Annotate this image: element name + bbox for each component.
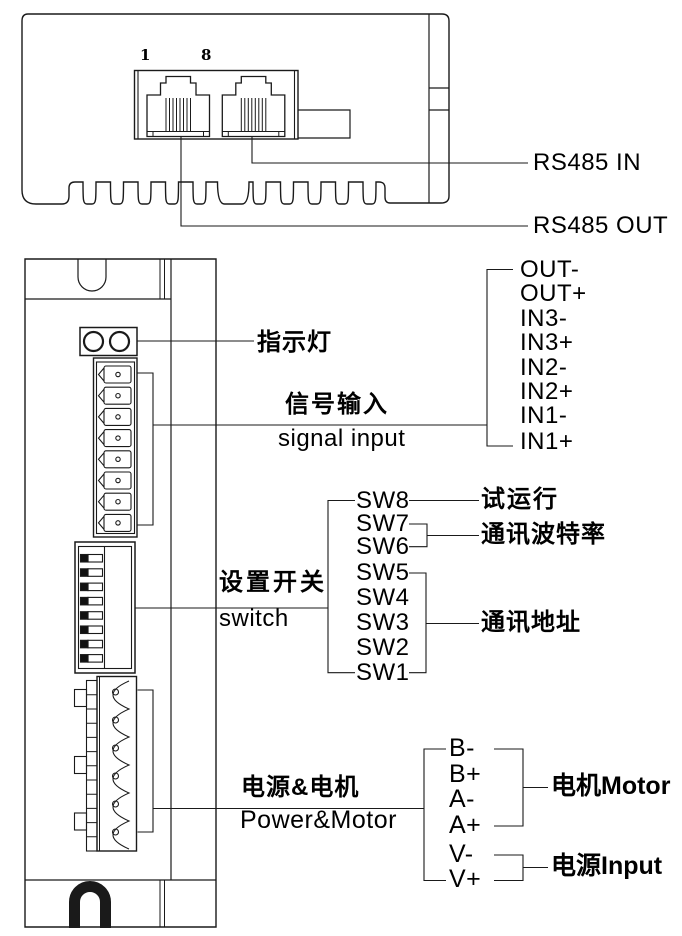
power-pins-bracket	[423, 748, 446, 882]
signal-pin-label: IN3+	[520, 329, 574, 356]
signal-bracket	[137, 372, 154, 526]
switch-label: SW7	[356, 510, 410, 537]
signal-pin-label: IN3-	[520, 304, 568, 332]
power-pin-label: A-	[449, 785, 475, 813]
signal-input-label-zh: 信号输入	[285, 391, 389, 418]
switch-label: SW1	[356, 658, 410, 686]
connector-wave-edge	[112, 680, 131, 850]
rj45-jack-out	[146, 75, 211, 138]
rs485-out-label: RS485 OUT	[533, 212, 669, 239]
side-view-outline	[24, 258, 217, 928]
power-label-en: Power&Motor	[240, 806, 397, 834]
power-pin-label: B-	[449, 734, 475, 762]
power-pin-label: V+	[449, 865, 482, 893]
top-view-outline	[21, 13, 450, 205]
switch-label: SW3	[356, 608, 410, 636]
rj45-module	[133, 69, 351, 140]
switch-label: SW4	[356, 583, 410, 611]
switch-label: SW8	[356, 486, 410, 514]
led-indicators	[79, 326, 254, 357]
signal-pin-label: IN2+	[520, 377, 574, 405]
rs485-in-label: RS485 IN	[533, 149, 642, 176]
signal-pins-bracket	[486, 268, 513, 447]
power-pin-label: B+	[449, 760, 482, 788]
cable-hole	[69, 881, 111, 928]
signal-pin-label: OUT-	[520, 256, 580, 283]
signal-connector	[92, 268, 513, 538]
vin-bracket	[494, 854, 548, 882]
sw-group-bracket	[327, 499, 355, 674]
switch-label: SW6	[356, 532, 410, 560]
power-pin-label: A+	[449, 811, 482, 839]
dip-switch-rows	[79, 553, 104, 663]
switch-label-zh: 设置开关	[219, 569, 327, 596]
baud-function-label: 通讯波特率	[481, 521, 606, 548]
signal-input-label-en: signal input	[278, 425, 406, 452]
motor-bracket	[494, 748, 548, 827]
signal-connector-cells	[97, 365, 132, 532]
power-connector	[73, 675, 548, 882]
signal-pin-label: IN1+	[520, 427, 574, 455]
power-pin-label: V-	[449, 840, 474, 868]
signal-pin-label: IN1-	[520, 402, 568, 429]
addr-function-label: 通讯地址	[481, 609, 581, 636]
addr-bracket	[409, 572, 479, 674]
signal-pin-label: IN2-	[520, 353, 568, 381]
power-label-zh: 电源&电机	[241, 774, 360, 801]
dip-switch	[74, 499, 479, 674]
vin-label: 电源Input	[551, 852, 663, 880]
pin8-label: 8	[201, 46, 212, 64]
motor-label: 电机Motor	[551, 772, 671, 800]
rs485-leader-lines	[180, 137, 528, 227]
switch-label-en: switch	[219, 605, 289, 632]
baud-bracket	[409, 523, 479, 548]
pin1-label: 1	[140, 46, 151, 64]
switch-label: SW2	[356, 633, 410, 661]
indicator-label: 指示灯	[257, 329, 332, 356]
signal-pin-label: OUT+	[520, 280, 587, 307]
sw8-function-label: 试运行	[481, 486, 559, 513]
switch-label: SW5	[356, 558, 410, 586]
rj45-jack-in	[221, 75, 286, 138]
power-bracket	[137, 689, 154, 833]
